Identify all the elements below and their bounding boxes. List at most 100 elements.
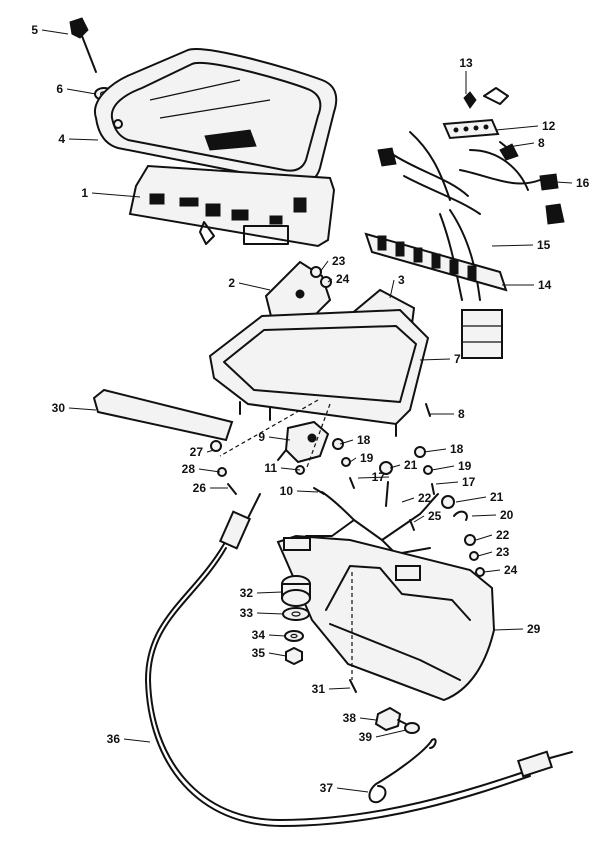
callout-number: 25 [428, 509, 442, 523]
callout-leader-line [123, 738, 151, 743]
callout-number: 9 [258, 430, 265, 444]
part-29-lower-cover [276, 534, 496, 702]
callout-leader-line [357, 476, 390, 479]
callout-number: 14 [538, 278, 552, 292]
callout-18: 18 [339, 433, 371, 447]
callout-28: 28 [182, 462, 221, 476]
callout-leader-line [375, 729, 407, 738]
callout-5: 5 [31, 23, 69, 37]
callout-number: 1 [81, 186, 88, 200]
callout-25: 25 [413, 509, 442, 523]
callout-number: 24 [336, 272, 350, 286]
callout-leader-line [256, 591, 283, 594]
part-12-connector-block [442, 118, 500, 140]
callout-number: 19 [458, 459, 472, 473]
callout-number: 22 [418, 491, 432, 505]
callout-8: 8 [507, 136, 545, 150]
callout-leader-line [455, 496, 487, 503]
callout-26: 26 [193, 481, 228, 495]
callout-21: 21 [455, 490, 504, 504]
callout-leader-line [339, 439, 354, 445]
callout-6: 6 [56, 82, 97, 96]
callout-leader-line [477, 551, 493, 557]
callout-24: 24 [483, 563, 518, 577]
callout-1: 1 [81, 186, 141, 200]
callout-number: 21 [404, 458, 418, 472]
callout-15: 15 [491, 238, 551, 252]
callout-leader-line [493, 628, 524, 631]
callout-number: 13 [459, 56, 473, 70]
callout-number: 18 [357, 433, 371, 447]
callout-number: 8 [458, 407, 465, 421]
callout-13: 13 [459, 56, 473, 94]
callout-leader-line [359, 717, 377, 721]
callout-12: 12 [495, 119, 556, 133]
callout-number: 23 [496, 545, 510, 559]
callout-leader-line [238, 282, 271, 291]
part-36-speedo-cable [145, 493, 573, 827]
callout-number: 12 [542, 119, 556, 133]
callout-leader-line [419, 358, 451, 361]
callout-leader-line [206, 449, 215, 453]
callout-leader-line [435, 481, 459, 485]
callout-leader-line [423, 448, 447, 453]
callout-leader-line [296, 490, 319, 493]
part-32-grommet [281, 575, 311, 607]
callout-leader-line [471, 514, 497, 517]
part-5-screw [69, 17, 97, 73]
callout-34: 34 [252, 628, 286, 642]
part-14-connector-strip [364, 232, 508, 292]
callout-17: 17 [357, 470, 390, 484]
callout-number: 21 [490, 490, 504, 504]
callout-number: 23 [332, 254, 346, 268]
callout-number: 38 [343, 711, 357, 725]
callout-2: 2 [228, 276, 271, 291]
part-7-housing [208, 308, 430, 437]
callout-37: 37 [320, 781, 369, 795]
callout-8: 8 [430, 407, 465, 421]
callout-7: 7 [419, 352, 461, 366]
callout-number: 28 [182, 462, 196, 476]
callout-39: 39 [359, 729, 407, 744]
callout-21: 21 [389, 458, 418, 472]
callout-number: 31 [312, 682, 326, 696]
callout-number: 30 [52, 401, 66, 415]
callout-number: 16 [576, 176, 590, 190]
callout-leader-line [389, 279, 395, 299]
part-39-washer [404, 722, 420, 734]
callout-14: 14 [502, 278, 552, 292]
callout-35: 35 [252, 646, 287, 660]
callout-leader-line [483, 569, 501, 573]
callout-number: 5 [31, 23, 38, 37]
callout-33: 33 [240, 606, 284, 620]
callout-number: 4 [58, 132, 65, 146]
callout-number: 37 [320, 781, 334, 795]
callout-leader-line [389, 464, 401, 469]
callout-30: 30 [52, 401, 97, 415]
callout-29: 29 [493, 622, 541, 636]
callout-18: 18 [423, 442, 464, 456]
part-4-lens-cover [94, 48, 338, 185]
callout-number: 36 [107, 732, 121, 746]
callout-leader-line [495, 125, 539, 131]
part-30-strip [92, 388, 234, 442]
callout-19: 19 [431, 459, 472, 473]
callout-19: 19 [349, 451, 374, 465]
callout-number: 24 [504, 563, 518, 577]
part-1-circuit-board [128, 164, 336, 248]
callout-11: 11 [264, 461, 301, 475]
callout-32: 32 [240, 586, 283, 600]
part-33-washer [282, 607, 310, 621]
callout-23: 23 [477, 545, 510, 559]
callout-leader-line [68, 407, 97, 411]
callout-leader-line [491, 244, 534, 247]
callout-number: 17 [462, 475, 476, 489]
callout-number: 35 [252, 646, 266, 660]
callout-leader-line [507, 142, 535, 148]
callout-number: 8 [538, 136, 545, 150]
callout-3: 3 [389, 273, 405, 299]
part-38-bolt [374, 706, 407, 732]
callout-number: 29 [527, 622, 541, 636]
